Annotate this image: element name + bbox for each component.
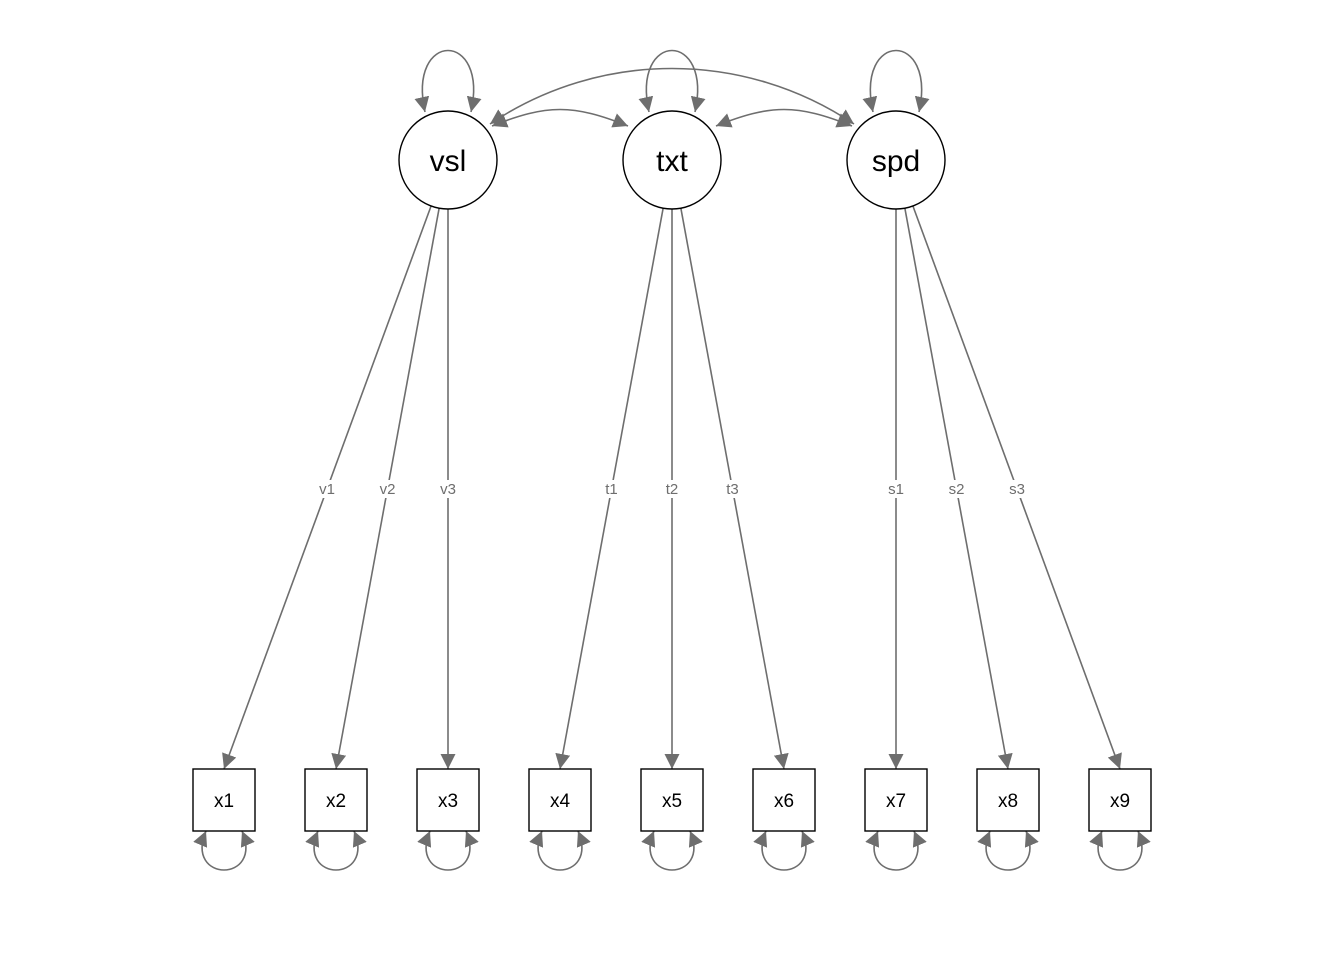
loading-label-bg [378,480,397,498]
variance-loop-vsl [414,49,482,113]
manifest-box [864,768,928,832]
residual-loop-x8 [977,830,1039,871]
latent-label: txt [656,145,688,178]
latent-node-spd: spd [846,110,946,210]
manifest-box [416,768,480,832]
loading-label-bg [602,480,621,498]
variance-loop-txt [638,49,706,113]
residual-loop-x7 [865,830,927,871]
covariance-edge-txt-spd [715,108,853,128]
manifest-node-x4: x4 [528,768,592,832]
loading-label-bg [317,480,336,498]
residual-loop-x4 [529,830,591,871]
manifest-box [752,768,816,832]
loading-label-s3: s3 [1009,481,1025,498]
residual-loop-x2 [305,830,367,871]
loading-label-v2: v2 [380,481,396,498]
manifest-node-x6: x6 [752,768,816,832]
manifest-label: x6 [774,791,794,812]
loading-label-t2: t2 [666,481,679,498]
residual-loop-x1 [193,830,255,871]
residual-loop-x3 [417,830,479,871]
latent-circle [398,110,498,210]
manifest-node-x5: x5 [640,768,704,832]
latent-circle [846,110,946,210]
covariance-edge-vsl-txt [491,108,629,128]
loading-label-v3: v3 [440,481,456,498]
manifest-box [640,768,704,832]
residual-loop-x5 [641,830,703,871]
manifest-node-x8: x8 [976,768,1040,832]
latent-node-vsl: vsl [398,110,498,210]
latent-label: vsl [430,145,467,178]
loading-label-v1: v1 [319,481,335,498]
edge-labels-layer: v1 v2 v3 t1 t2 t3 s1 s2 s3 [317,480,1027,498]
manifest-box [304,768,368,832]
variance-loop-spd [862,49,930,113]
manifest-box [528,768,592,832]
manifest-node-x3: x3 [416,768,480,832]
loading-label-bg [663,480,681,498]
latent-label: spd [872,145,920,178]
loading-label-bg [887,480,905,498]
manifest-box [192,768,256,832]
manifest-node-x2: x2 [304,768,368,832]
loading-label-bg [723,480,742,498]
residual-loop-x6 [753,830,815,871]
manifest-node-x1: x1 [192,768,256,832]
loading-label-bg [947,480,966,498]
manifest-node-x7: x7 [864,768,928,832]
latent-node-txt: txt [622,110,722,210]
latent-circle [622,110,722,210]
manifest-label: x8 [998,791,1018,812]
manifest-label: x5 [662,791,682,812]
manifest-node-x9: x9 [1088,768,1152,832]
loading-label-s2: s2 [949,481,965,498]
manifest-label: x1 [214,791,234,812]
loading-label-s1: s1 [888,481,904,498]
loading-label-t1: t1 [605,481,618,498]
manifest-label: x3 [438,791,458,812]
loading-label-bg [439,480,457,498]
manifest-label: x7 [886,791,906,812]
loading-label-bg [1008,480,1027,498]
covariance-edge-vsl-spd [489,67,855,125]
manifest-label: x4 [550,791,571,812]
manifest-label: x2 [326,791,346,812]
manifest-label: x9 [1110,791,1130,812]
nodes-layer: vsl txt spd x1 x2 x3 x4 x5 x6 x7 x8 x9 [192,110,1152,832]
residual-loop-x9 [1089,830,1151,871]
manifest-box [976,768,1040,832]
manifest-box [1088,768,1152,832]
loading-label-t3: t3 [726,481,739,498]
